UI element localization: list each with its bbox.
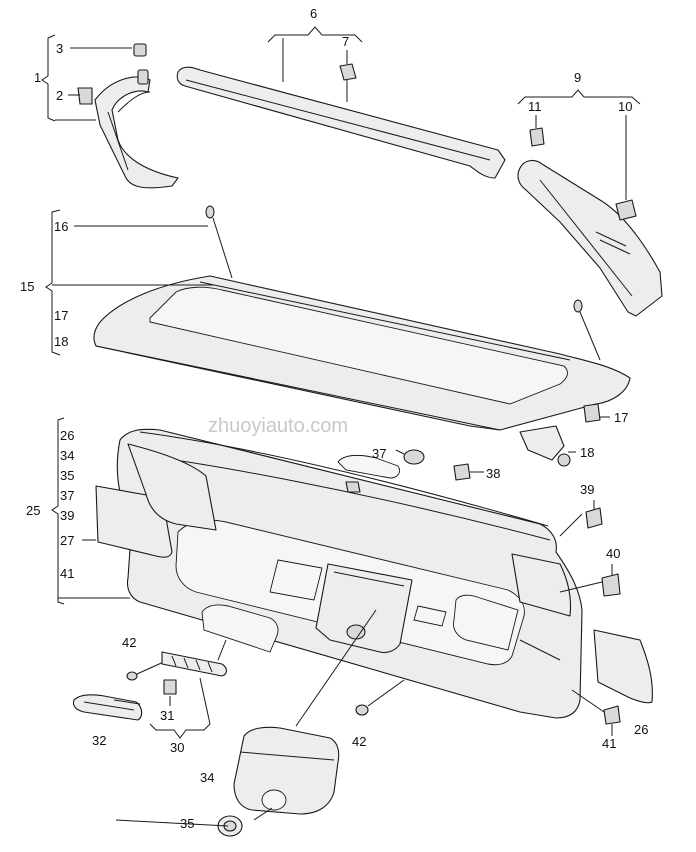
plug-icon — [573, 299, 583, 313]
bracket-9 — [517, 89, 641, 105]
callout-40: 40 — [606, 546, 620, 561]
callout-25: 25 — [26, 503, 40, 518]
clip-2-icon — [77, 87, 93, 105]
callout-42-left: 42 — [122, 635, 136, 650]
side-panel — [127, 443, 217, 531]
callout-30: 30 — [170, 740, 184, 755]
callout-41-list: 41 — [60, 566, 74, 581]
callout-35: 35 — [180, 816, 194, 831]
pillar-trim-right — [517, 127, 663, 317]
callout-17-shelf: 17 — [54, 308, 68, 323]
callout-37-list: 37 — [60, 488, 74, 503]
clip-31-icon — [163, 679, 177, 695]
plug-16-icon — [205, 205, 215, 219]
parcel-shelf — [93, 205, 631, 431]
callout-41: 41 — [602, 736, 616, 751]
callout-10: 10 — [618, 99, 632, 114]
callout-39-list: 39 — [60, 508, 74, 523]
roof-trim-rail — [176, 63, 506, 179]
clip-38-icon — [453, 463, 471, 481]
screw-42-right — [355, 679, 405, 716]
clip-strip-30 — [161, 651, 228, 677]
callout-6: 6 — [310, 6, 317, 21]
callout-9: 9 — [574, 70, 581, 85]
pillar-trim-left — [77, 43, 179, 189]
callout-31: 31 — [160, 708, 174, 723]
callout-2: 2 — [56, 88, 63, 103]
callout-37: 37 — [372, 446, 386, 461]
grab-handle-32 — [72, 694, 143, 721]
knob-35 — [217, 815, 243, 837]
callout-26-list: 26 — [60, 428, 74, 443]
bracket-18-icon — [519, 425, 565, 461]
clip-3-icon — [133, 43, 147, 57]
clip-17-icon — [583, 403, 601, 423]
clip-icon — [137, 69, 149, 85]
callout-39: 39 — [580, 482, 594, 497]
callout-27: 27 — [60, 533, 74, 548]
clip-39-icon — [585, 507, 603, 529]
callout-16: 16 — [54, 219, 68, 234]
callout-42-right: 42 — [352, 734, 366, 749]
clip-7-icon — [339, 63, 357, 81]
bulb-37-icon — [403, 449, 425, 465]
tailgate-trim-panel — [116, 428, 583, 719]
callout-38: 38 — [486, 466, 500, 481]
callout-34: 34 — [200, 770, 214, 785]
clip-10-icon — [615, 199, 637, 221]
side-piece-right — [511, 553, 572, 617]
callout-35-list: 35 — [60, 468, 74, 483]
bracket-30 — [149, 723, 211, 739]
bracket-1 — [41, 34, 56, 122]
watermark-text: zhuoyiauto.com — [208, 415, 348, 437]
callout-3: 3 — [56, 41, 63, 56]
callout-18-shelf: 18 — [54, 334, 68, 349]
clip-40-icon — [601, 573, 621, 597]
clip-11-icon — [529, 127, 545, 147]
clip-41-icon — [603, 705, 621, 725]
callout-7: 7 — [342, 34, 349, 49]
bracket-15 — [45, 209, 61, 356]
callout-17-clip: 17 — [614, 410, 628, 425]
callout-11: 11 — [528, 99, 542, 114]
bracket-25 — [51, 417, 65, 605]
callout-15: 15 — [20, 279, 34, 294]
side-trim-26 — [593, 629, 653, 704]
cover-34 — [233, 726, 340, 815]
callout-34-list: 34 — [60, 448, 74, 463]
callout-18-bracket: 18 — [580, 445, 594, 460]
callout-32: 32 — [92, 733, 106, 748]
bracket-6 — [267, 26, 363, 43]
callout-1: 1 — [34, 70, 41, 85]
callout-26: 26 — [634, 722, 648, 737]
